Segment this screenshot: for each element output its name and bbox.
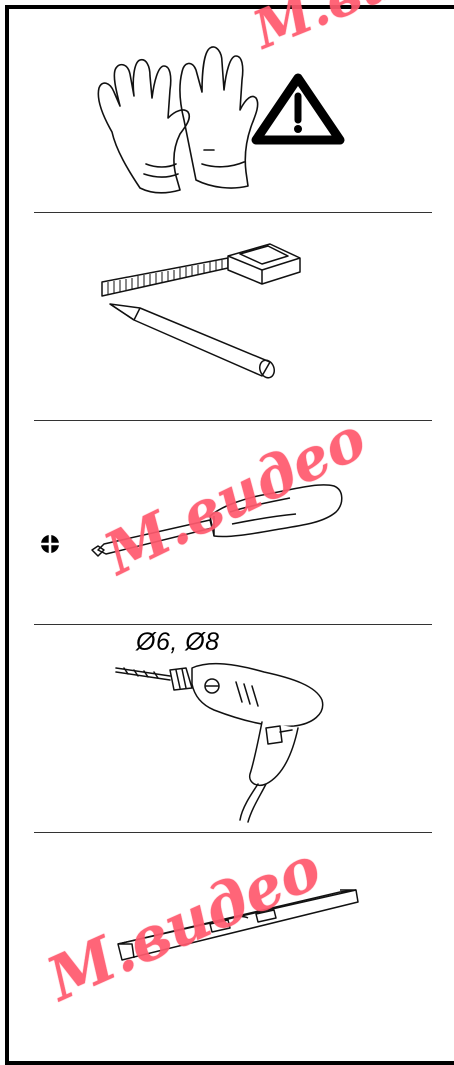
divider-2 xyxy=(34,420,432,421)
drill-icon xyxy=(115,662,324,823)
screwdriver-icon xyxy=(91,484,343,557)
divider-3 xyxy=(34,624,432,625)
divider-1 xyxy=(34,212,432,213)
panel-measure xyxy=(0,212,454,420)
drill-bit-sizes-label: Ø6, Ø8 xyxy=(136,628,220,656)
panel-screwdriver xyxy=(0,420,454,624)
panel-level xyxy=(0,832,454,1044)
panel-drill xyxy=(0,624,454,832)
gloves-icon xyxy=(97,46,259,194)
divider-4 xyxy=(34,832,432,833)
pencil-icon xyxy=(109,303,276,379)
phillips-symbol-icon xyxy=(40,534,60,554)
spirit-level-icon xyxy=(117,889,359,961)
panel-gloves xyxy=(0,0,454,212)
tape-measure-icon xyxy=(101,243,301,297)
warning-triangle-icon xyxy=(251,73,345,145)
